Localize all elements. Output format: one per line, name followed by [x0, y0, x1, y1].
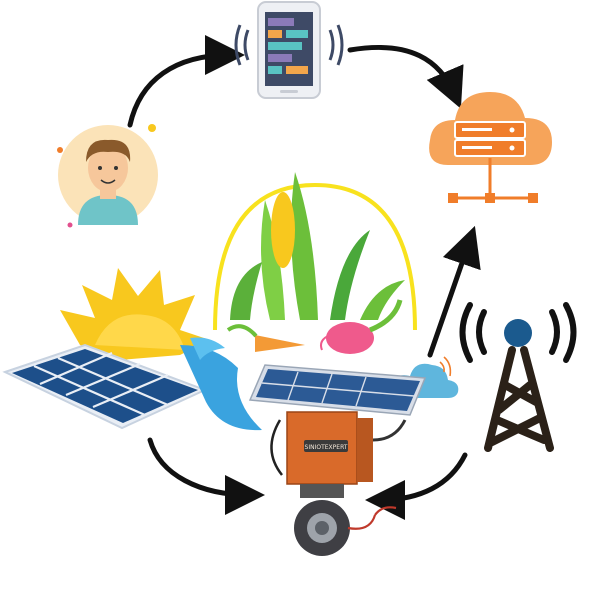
flow-arrows: [127, 35, 481, 520]
water-splash-icon: [180, 337, 262, 431]
arrow-tower-to-controller: [365, 452, 468, 520]
device-brand-label: SINIOTEXPERT: [305, 444, 348, 451]
arrow-tower-to-cloud: [427, 225, 481, 358]
smartphone-app-icon: [234, 1, 344, 99]
solar-valve-controller-icon: SINIOTEXPERT: [248, 364, 427, 556]
crops-vegetables-icon: [213, 172, 417, 354]
arrow-solar-to-controller: [147, 437, 265, 515]
arrow-phone-to-cloud: [347, 44, 464, 109]
cloud-server-icon: [429, 92, 552, 203]
arrow-user-to-phone: [127, 35, 245, 128]
sun-icon: [60, 268, 210, 360]
solar-panel-icon: [2, 343, 208, 430]
user-avatar-icon: [57, 124, 158, 228]
cell-tower-icon: [459, 302, 577, 452]
